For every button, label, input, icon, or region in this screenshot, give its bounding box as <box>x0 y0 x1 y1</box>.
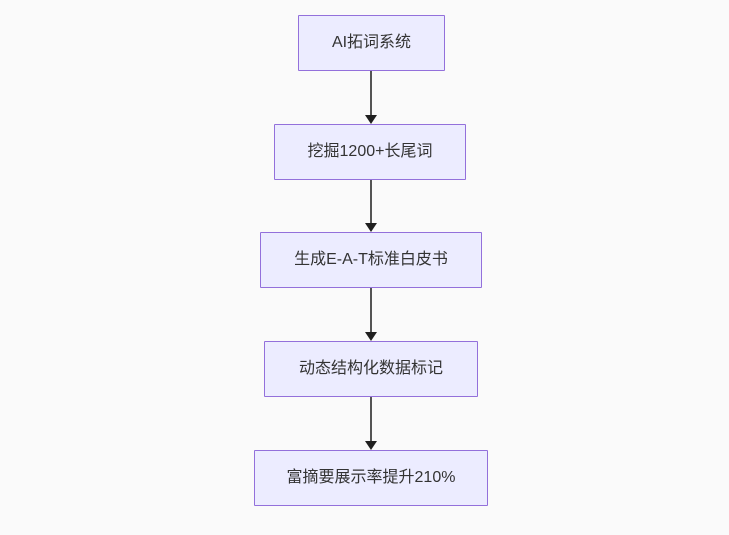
node-label: 动态结构化数据标记 <box>298 360 443 377</box>
node-label: 生成E-A-T标准白皮书 <box>294 251 448 268</box>
edge-line <box>370 71 372 115</box>
edge-arrow-4 <box>365 397 377 450</box>
edge-arrow-1 <box>365 71 377 124</box>
node-structured-data-markup: 动态结构化数据标记 <box>264 341 478 397</box>
arrowhead-down-icon <box>365 441 377 450</box>
arrowhead-down-icon <box>365 223 377 232</box>
edge-line <box>370 180 372 223</box>
node-rich-snippet-rate: 富摘要展示率提升210% <box>254 450 488 506</box>
node-ai-keyword-system: AI拓词系统 <box>298 15 445 71</box>
node-label: 挖掘1200+长尾词 <box>307 143 433 160</box>
edge-arrow-3 <box>365 288 377 341</box>
arrowhead-down-icon <box>365 332 377 341</box>
edge-line <box>370 397 372 441</box>
node-label: 富摘要展示率提升210% <box>286 469 456 486</box>
edge-line <box>370 288 372 332</box>
node-longtail-keyword-mining: 挖掘1200+长尾词 <box>274 124 466 180</box>
node-label: AI拓词系统 <box>331 34 412 51</box>
edge-arrow-2 <box>365 180 377 232</box>
arrowhead-down-icon <box>365 115 377 124</box>
node-eat-whitepaper: 生成E-A-T标准白皮书 <box>260 232 482 288</box>
